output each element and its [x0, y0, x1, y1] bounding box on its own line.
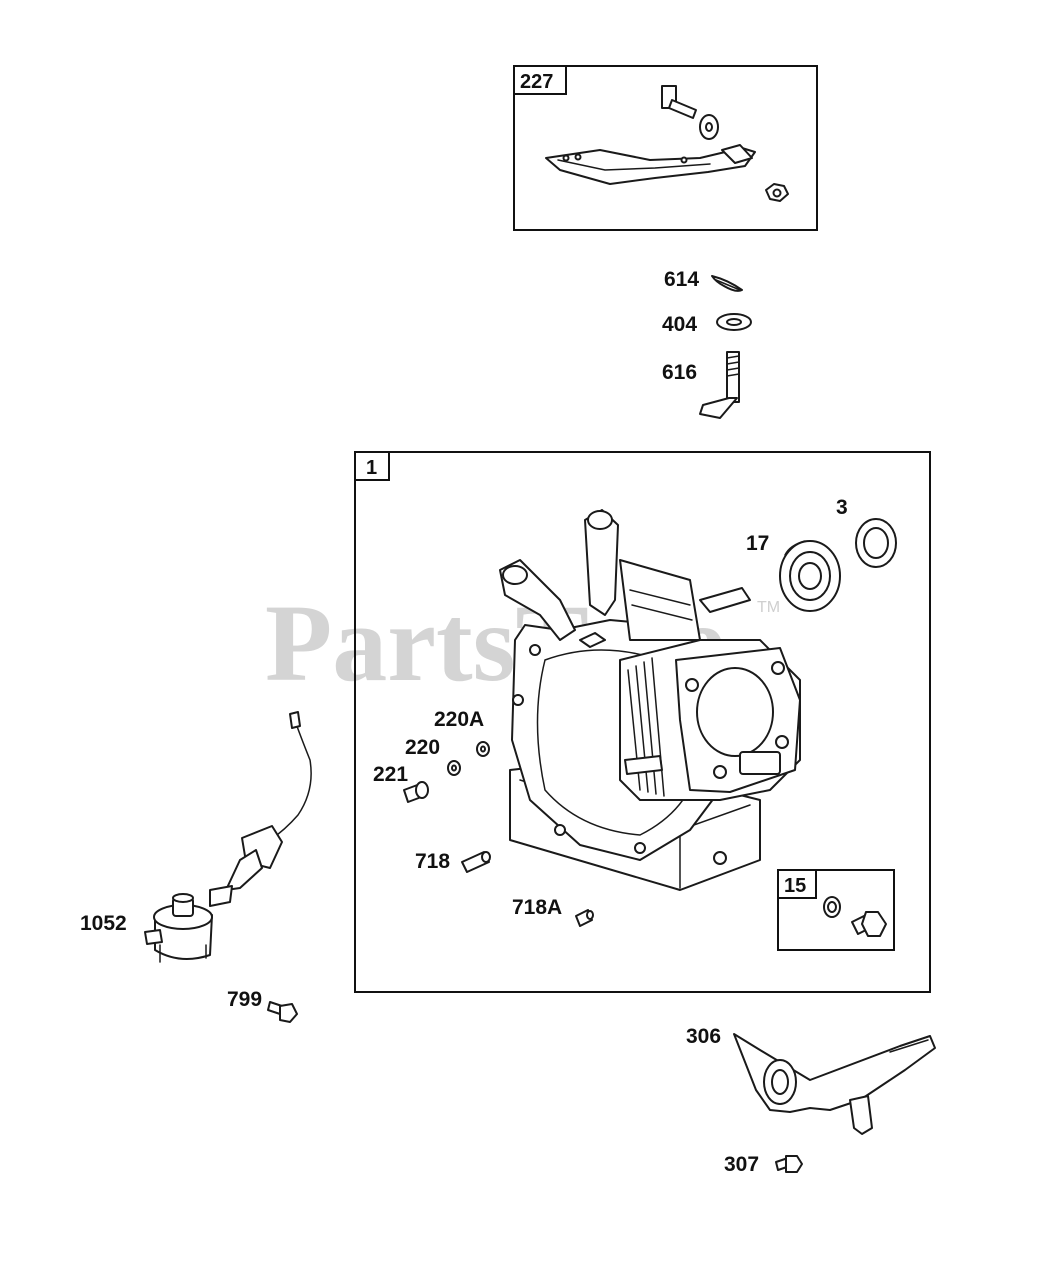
callout-1052: 1052 — [80, 912, 127, 935]
kit-box-227-tag — [513, 65, 567, 95]
governor-nut-icon — [765, 183, 789, 202]
callout-221: 221 — [373, 763, 408, 786]
screw-799-icon — [267, 1001, 298, 1023]
callout-718: 718 — [415, 850, 450, 873]
governor-gear-shaft-icon — [403, 781, 429, 803]
kit-box-1[interactable]: 1 — [354, 451, 931, 993]
washer-404-icon — [716, 313, 752, 331]
governor-washer-icon — [699, 114, 719, 140]
callout-614: 614 — [664, 268, 699, 291]
kit-box-227[interactable]: 227 — [513, 65, 818, 231]
governor-bolt-icon — [661, 85, 697, 119]
callout-3: 3 — [836, 496, 848, 519]
washer-220a-icon — [476, 741, 490, 757]
kit-box-15-label: 15 — [784, 875, 806, 897]
dowel-pin-718a-icon — [575, 909, 594, 927]
callout-17: 17 — [746, 532, 769, 555]
drain-washer-icon — [823, 896, 841, 918]
governor-shaft-icon — [699, 351, 740, 419]
callout-718a: 718A — [512, 896, 562, 919]
oil-sensor-icon — [144, 711, 312, 963]
kit-box-15[interactable]: 15 — [777, 869, 895, 951]
oil-seal-icon — [855, 518, 897, 568]
kit-box-15-frame — [777, 869, 895, 951]
dowel-pin-718-icon — [461, 851, 491, 873]
kit-box-1-tag — [354, 451, 390, 481]
callout-307: 307 — [724, 1153, 759, 1176]
kit-box-227-frame — [513, 65, 818, 231]
callout-616: 616 — [662, 361, 697, 384]
cotter-pin-icon — [711, 275, 743, 292]
crankcase-icon — [499, 509, 801, 891]
callout-306: 306 — [686, 1025, 721, 1048]
callout-220: 220 — [405, 736, 440, 759]
washer-220-icon — [447, 760, 461, 776]
cylinder-guard-icon — [733, 1033, 936, 1135]
watermark-trademark: TM — [757, 599, 780, 616]
kit-box-1-label: 1 — [366, 457, 377, 479]
callout-404: 404 — [662, 313, 697, 336]
drain-plug-icon — [851, 911, 887, 937]
kit-box-15-tag — [777, 869, 817, 899]
callout-220a: 220A — [434, 708, 484, 731]
ball-bearing-icon — [779, 540, 841, 612]
callout-799: 799 — [227, 988, 262, 1011]
governor-lever-icon — [545, 144, 756, 185]
screw-307-icon — [775, 1155, 803, 1173]
kit-box-1-frame — [354, 451, 931, 993]
kit-box-227-label: 227 — [520, 71, 553, 93]
